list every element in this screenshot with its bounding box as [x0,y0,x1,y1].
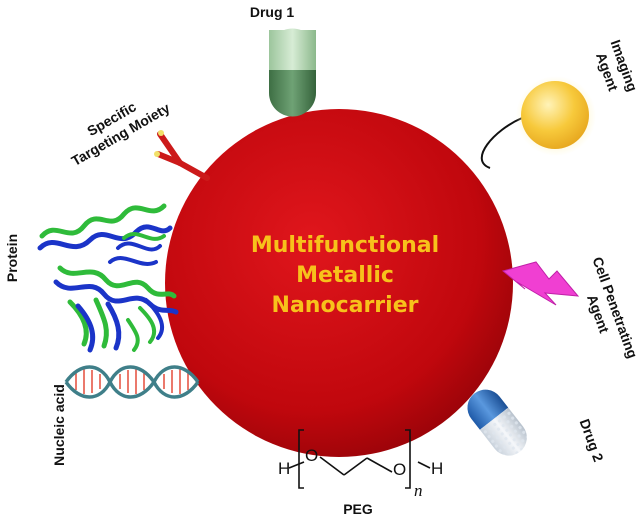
nucleic-acid-label: Nucleic acid [51,384,67,466]
antibody-tip-right [158,130,164,136]
protein-label: Protein [4,234,20,282]
center-label-line3: Nanocarrier [272,293,419,318]
peg-h-left: H [278,459,290,478]
peg-label: PEG [343,501,373,517]
imaging-label: Imaging Agent [593,38,641,94]
center-label-line1: Multifunctional [251,233,439,258]
peg-o-left: O [305,446,318,465]
peg-n-subscript: n [414,481,423,500]
peg-structure-icon [288,429,431,489]
drug2-label: Drug 2 [577,417,607,464]
center-label-line2: Metallic [296,263,394,288]
peg-o-right: O [393,460,406,479]
antibody-icon [155,131,210,181]
peg-h-right: H [431,459,443,478]
drug1-capsule-icon [269,28,316,117]
imaging-linker [480,117,523,169]
cell-penetrating-label: Cell Penetrating Agent [584,255,641,361]
dna-helix-icon [64,365,200,399]
lightning-icon [501,261,580,306]
drug1-label: Drug 1 [250,4,295,20]
nanocarrier-sphere [165,109,513,457]
antibody-tip-left [154,151,160,157]
imaging-sphere-icon [521,81,589,149]
protein-icon [37,203,179,353]
drug2-capsule-icon [467,389,527,456]
